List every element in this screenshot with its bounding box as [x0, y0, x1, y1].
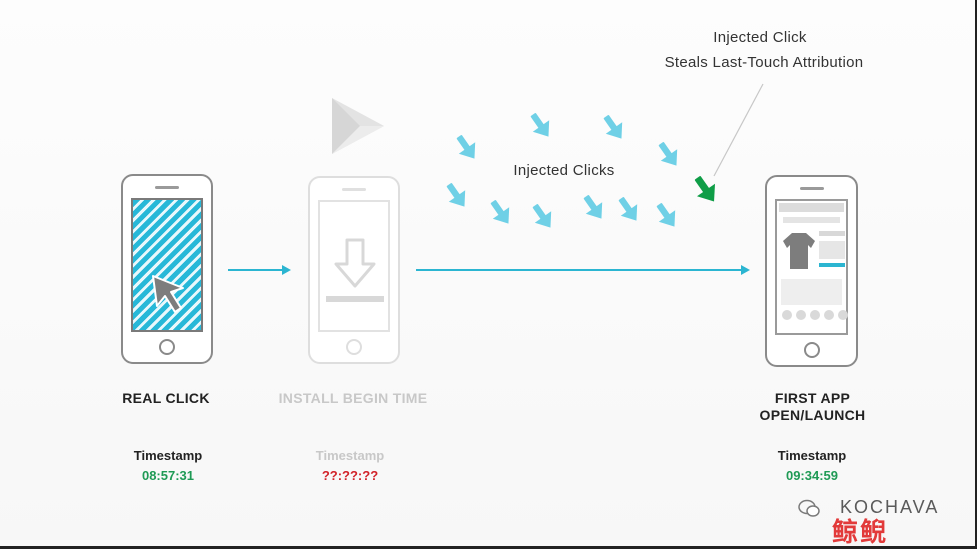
- injected-click-arrow-icon: [524, 108, 557, 143]
- speaker: [342, 188, 366, 191]
- timestamp-value-first-launch: 09:34:59: [785, 468, 839, 483]
- play-store-icon: [332, 98, 384, 154]
- step-label-first-app-line1: FIRST APP: [774, 390, 851, 406]
- phone-real-click: [121, 174, 213, 364]
- injected-click-arrow-icon: [440, 178, 473, 213]
- speaker: [799, 187, 824, 190]
- timestamp-label-real-click: Timestamp: [133, 448, 203, 463]
- speaker: [155, 186, 179, 189]
- product-list-area: [781, 279, 842, 305]
- phone-screen-install: [318, 200, 390, 332]
- carousel-dots: [782, 309, 848, 321]
- annotation-injected-clicks: Injected Clicks: [513, 162, 615, 179]
- home-button: [803, 342, 820, 358]
- download-icon: [326, 238, 384, 302]
- injected-click-arrow-icon: [597, 110, 630, 145]
- home-button: [159, 339, 175, 355]
- app-header-bar: [779, 203, 844, 212]
- phone-install: [308, 176, 400, 364]
- step-label-install-begin: INSTALL BEGIN TIME: [278, 390, 428, 406]
- step-label-first-app-line2: OPEN/LAUNCH: [759, 407, 866, 423]
- home-button: [346, 339, 362, 355]
- arrow-install-to-launch: [416, 265, 750, 275]
- buy-button-bar: [819, 263, 845, 267]
- site-logo-text: 鲸鲵: [832, 518, 889, 548]
- annotation-steals-attribution: Steals Last-Touch Attribution: [664, 54, 864, 71]
- injected-click-arrow-icon: [484, 195, 517, 230]
- injected-click-arrow-icon: [650, 198, 683, 233]
- app-nav-bar: [783, 217, 840, 223]
- injected-click-arrow-icon: [612, 192, 645, 227]
- timestamp-label-first-launch: Timestamp: [777, 448, 847, 463]
- wechat-icon: [798, 499, 820, 517]
- stolen-attribution-arrow-icon: [688, 171, 724, 208]
- phone-screen-app: [775, 199, 848, 335]
- injected-click-arrow-icon: [450, 130, 483, 165]
- injected-click-arrow-icon: [526, 199, 559, 234]
- timestamp-value-real-click: 08:57:31: [141, 468, 195, 483]
- kochava-watermark: KOCHAVA: [840, 497, 940, 517]
- step-label-real-click: REAL CLICK: [122, 390, 210, 406]
- annotation-injected-click-title: Injected Click: [713, 29, 807, 46]
- product-title-line: [819, 231, 845, 236]
- phone-first-launch: [765, 175, 858, 367]
- timestamp-label-install: Timestamp: [315, 448, 385, 463]
- injected-click-arrow-icon: [577, 190, 610, 225]
- timestamp-value-install: ??:??:??: [321, 468, 379, 483]
- phone-screen-clicked: [131, 198, 203, 332]
- cursor-arrow-icon: [152, 275, 184, 313]
- arrow-real-to-install: [228, 265, 291, 275]
- product-description-block: [819, 241, 845, 259]
- injected-click-arrow-icon: [652, 137, 685, 172]
- tshirt-icon: [783, 233, 815, 269]
- annotation-leader-line: [713, 83, 764, 177]
